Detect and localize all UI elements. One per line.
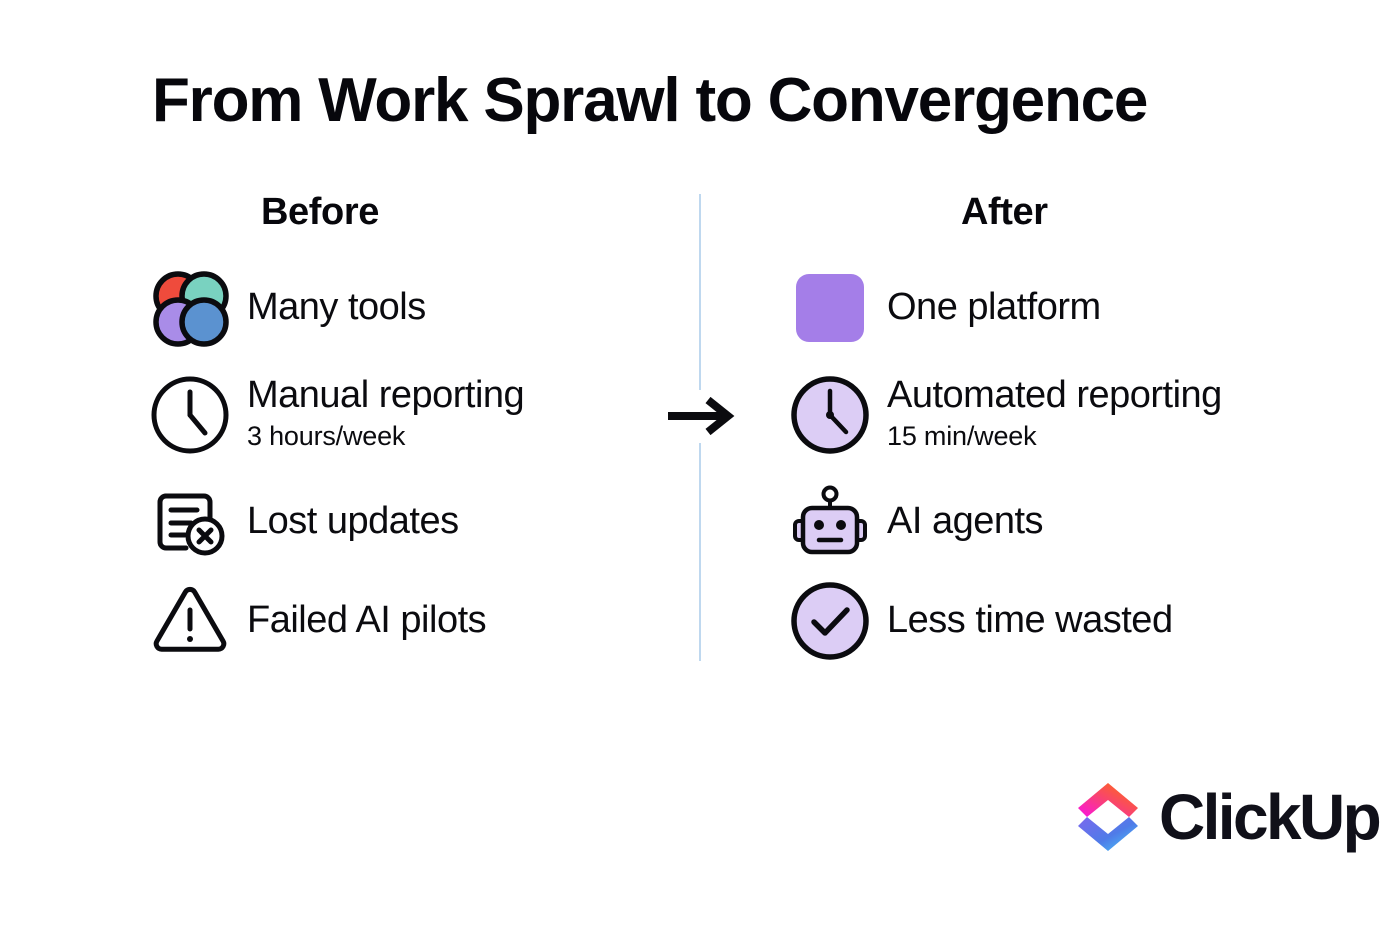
warning-triangle-icon bbox=[147, 578, 233, 664]
clock-filled-icon bbox=[787, 372, 873, 458]
column-heading-before: Before bbox=[261, 191, 379, 233]
list-item: AI agents bbox=[787, 479, 1044, 565]
column-heading-after: After bbox=[961, 191, 1048, 233]
list-item: Automated reporting 15 min/week bbox=[787, 372, 1222, 458]
list-item-label: Many tools bbox=[247, 286, 426, 329]
list-item-label: One platform bbox=[887, 286, 1101, 329]
check-circle-icon bbox=[787, 578, 873, 664]
robot-icon bbox=[787, 479, 873, 565]
document-error-icon bbox=[147, 479, 233, 565]
clickup-wordmark: ClickUp bbox=[1159, 781, 1382, 853]
list-item-sublabel: 15 min/week bbox=[887, 421, 1037, 452]
page-title: From Work Sprawl to Convergence bbox=[152, 66, 1148, 135]
clock-outline-icon bbox=[147, 372, 233, 458]
list-item: Many tools bbox=[147, 265, 426, 351]
list-item-label: Failed AI pilots bbox=[247, 599, 487, 642]
arrow-right-icon bbox=[664, 392, 738, 440]
list-item-label: AI agents bbox=[887, 500, 1044, 543]
list-item-label: Less time wasted bbox=[887, 599, 1173, 642]
four-circles-icon bbox=[147, 265, 233, 351]
clickup-logo: ClickUp bbox=[1075, 781, 1382, 853]
list-item-label: Lost updates bbox=[247, 500, 459, 543]
list-item: Less time wasted bbox=[787, 578, 1173, 664]
clickup-logo-icon bbox=[1075, 781, 1141, 853]
list-item: One platform bbox=[787, 265, 1101, 351]
divider-line-bottom bbox=[699, 443, 701, 661]
list-item-label: Automated reporting bbox=[887, 374, 1222, 417]
list-item-label: Manual reporting bbox=[247, 374, 525, 417]
divider-line-top bbox=[699, 194, 701, 390]
list-item: Lost updates bbox=[147, 479, 459, 565]
list-item-sublabel: 3 hours/week bbox=[247, 421, 406, 452]
list-item: Manual reporting 3 hours/week bbox=[147, 372, 525, 458]
purple-square-icon bbox=[787, 265, 873, 351]
list-item: Failed AI pilots bbox=[147, 578, 487, 664]
